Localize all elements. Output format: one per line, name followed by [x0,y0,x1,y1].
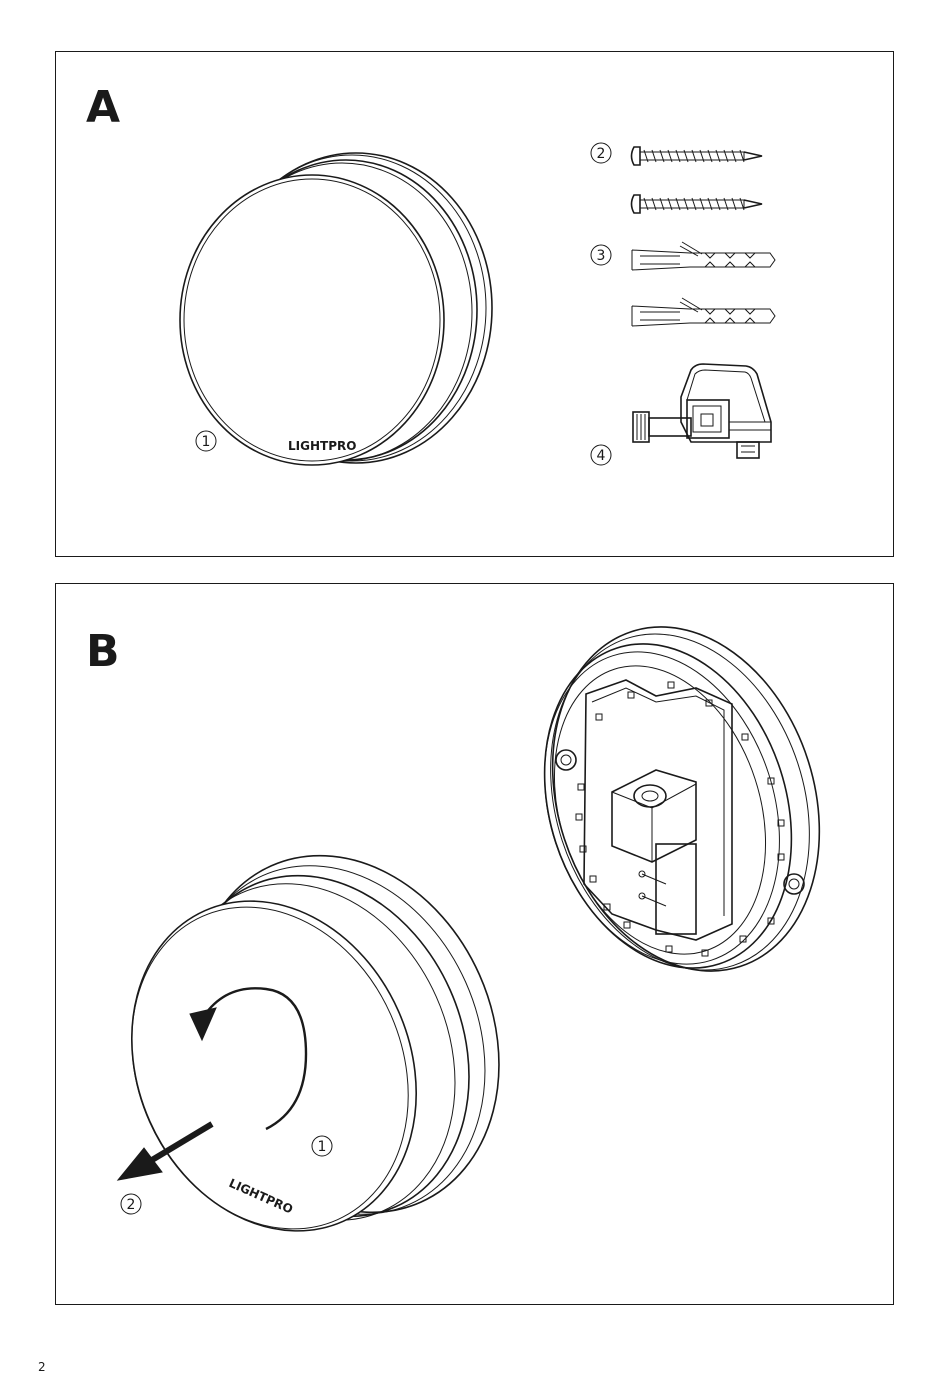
connector-part [633,364,771,458]
callout-rotate-text: 1 [318,1139,327,1155]
callout-3-text: 3 [597,248,606,264]
panel-a: A 1 LIGHTPRO 2 [55,51,894,557]
callout-pull-text: 2 [127,1197,136,1213]
screw-2 [632,195,763,213]
wall-plugs-group: 3 [591,242,775,326]
panel-b-illustration: 1 2 LIGHTPRO [56,584,895,1306]
callout-1-text: 1 [202,434,211,450]
brand-logo-text: LIGHTPRO [288,439,356,453]
wall-plug-1 [632,242,775,270]
pull-callout: 2 [121,1194,141,1214]
mounting-base [504,592,862,1006]
lamp-cover [81,807,555,1277]
wall-plug-2 [632,298,775,326]
screw-1 [632,147,763,165]
panel-b: B [55,583,894,1305]
callout-4-text: 4 [597,448,606,464]
callout-2-text: 2 [597,146,606,162]
panel-a-illustration: 1 LIGHTPRO 2 3 [56,52,895,558]
connector-group: 4 [591,364,771,465]
screws-group: 2 [591,143,762,213]
page-number: 2 [38,1360,46,1374]
lamp-callout: 1 [196,431,216,451]
lamp-front-view [180,153,492,465]
